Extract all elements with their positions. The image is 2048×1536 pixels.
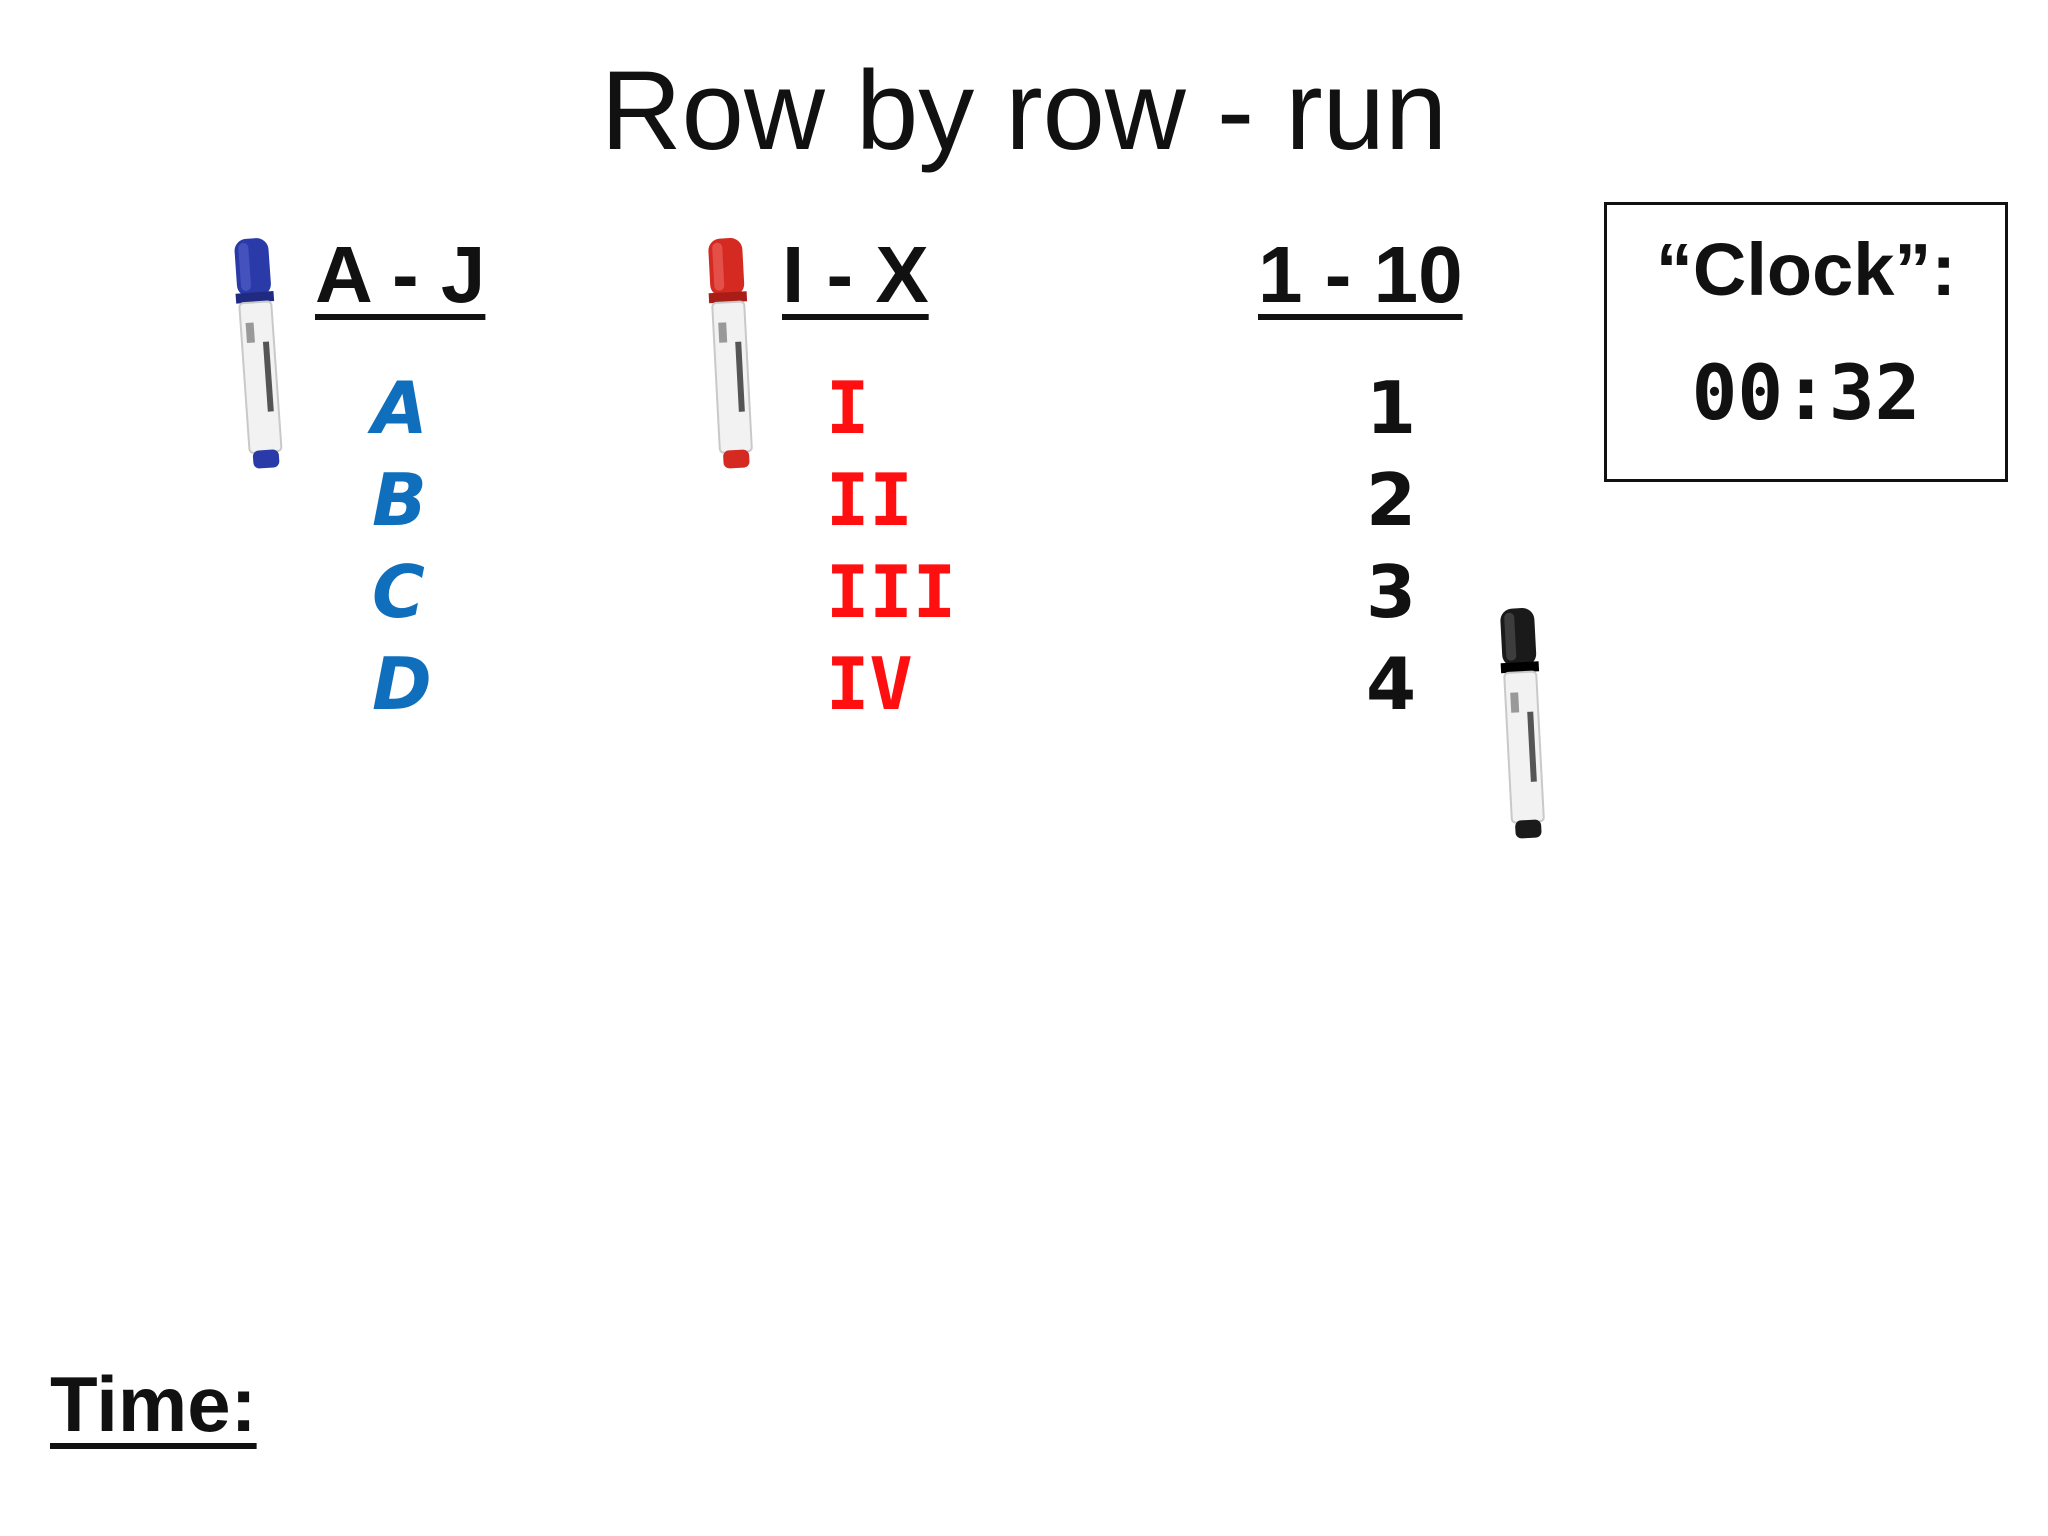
clock-label: “Clock”: — [1655, 228, 1957, 311]
time-label: Time: — [50, 1360, 257, 1448]
list-item: II — [826, 458, 913, 542]
list-item: D — [372, 642, 432, 726]
list-item: 2 — [1366, 458, 1417, 542]
list-item: C — [372, 550, 425, 634]
red-marker-icon — [708, 238, 753, 469]
letters-column: A B C D — [372, 362, 432, 730]
roman-header: I - X — [782, 230, 929, 319]
list-item: III — [826, 550, 957, 634]
list-item: 1 — [1366, 366, 1417, 450]
list-item: 4 — [1366, 642, 1417, 726]
blue-marker-icon — [234, 238, 283, 469]
list-item: B — [372, 458, 427, 542]
roman-column: I II III IV — [826, 362, 956, 730]
list-item: 3 — [1366, 550, 1417, 634]
black-marker-icon — [1500, 608, 1545, 839]
clock-value: 00:32 — [1691, 348, 1921, 437]
letters-header: A - J — [315, 230, 486, 319]
list-item: IV — [826, 642, 913, 726]
clock-box: “Clock”: 00:32 — [1604, 202, 2008, 482]
page-title: Row by row - run — [600, 48, 1448, 173]
numbers-header: 1 - 10 — [1258, 230, 1463, 319]
numbers-column: 1 2 3 4 — [1366, 362, 1416, 730]
list-item: I — [826, 366, 870, 450]
list-item: A — [372, 366, 428, 450]
